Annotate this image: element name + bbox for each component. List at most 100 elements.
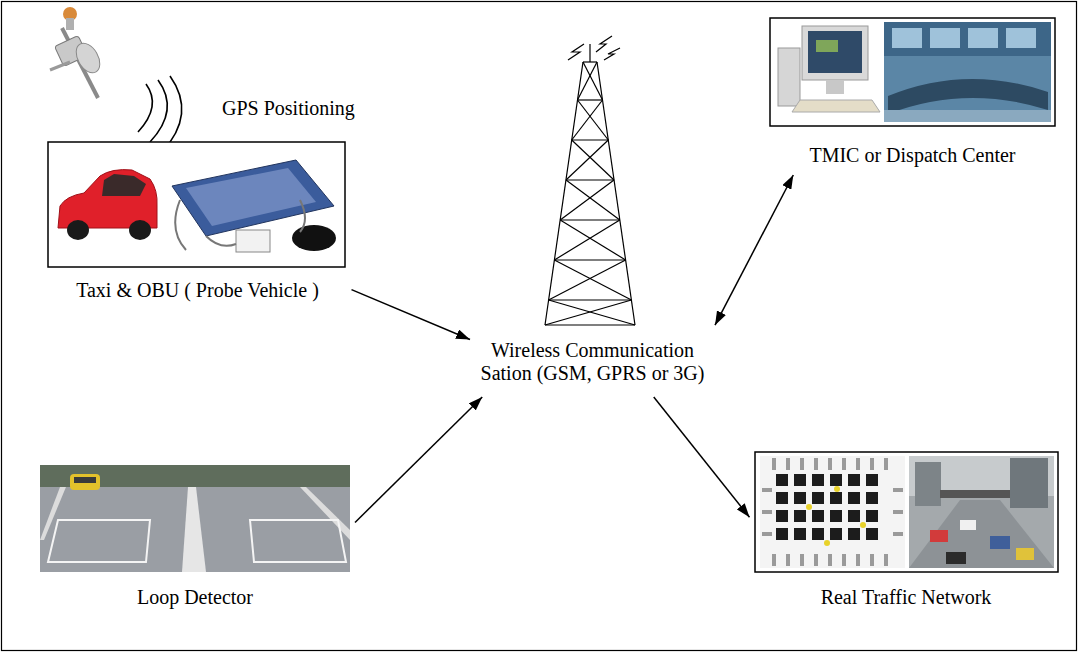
traffic-network-picture [856, 458, 860, 470]
traffic-network-picture [800, 554, 804, 566]
traffic-network-picture [830, 474, 842, 486]
gps-satellite [50, 7, 105, 98]
traffic-network-picture [856, 554, 860, 566]
taxi-obu-picture [292, 225, 336, 251]
loop-detector-picture [40, 465, 350, 572]
traffic-network-picture [794, 528, 806, 540]
traffic-network-picture [893, 510, 903, 514]
traffic-network-picture [812, 474, 824, 486]
tower-symbol [566, 140, 608, 180]
probe-vehicle-node: Taxi & OBU ( Probe Vehicle ) [44, 140, 352, 310]
control-center-picture [1006, 28, 1036, 48]
tower-symbol [545, 300, 631, 325]
taxi-obu-picture [186, 168, 316, 226]
taxi-obu-picture [67, 220, 89, 240]
tower-symbol [560, 180, 614, 220]
traffic-network-picture [762, 458, 903, 566]
traffic-network-picture [812, 528, 824, 540]
traffic-network-picture [760, 456, 905, 568]
taxi-obu-picture [175, 200, 305, 250]
arrow-connector [654, 397, 750, 517]
traffic-network-picture [842, 458, 846, 470]
signal-waves [150, 80, 167, 142]
tower-symbol [560, 219, 620, 220]
loop-detector-picture [40, 487, 66, 540]
control-center-picture [770, 18, 1055, 126]
traffic-network-picture [814, 458, 818, 470]
tower-symbol [583, 62, 603, 100]
traffic-network-picture [762, 510, 772, 514]
arrow-connector [355, 397, 482, 522]
tower-symbol [566, 180, 620, 220]
traffic-network-node: Real Traffic Network [750, 448, 1063, 617]
node-label: Loop Detector [40, 586, 350, 609]
control-center-picture [884, 22, 1051, 122]
traffic-network-picture [786, 554, 790, 566]
control-center-picture [792, 100, 880, 112]
traffic-network-picture [776, 510, 788, 522]
tower-symbol [572, 100, 603, 140]
control-center-picture [892, 28, 922, 48]
tower-symbol [545, 324, 635, 325]
signal-waves [138, 84, 152, 132]
tower-symbol [566, 179, 614, 180]
gps-satellite [66, 18, 74, 30]
control-center-picture [816, 40, 838, 52]
control-center-picture [930, 28, 960, 48]
tower-symbol [554, 259, 625, 260]
traffic-network-picture [762, 488, 772, 492]
tower-symbol [572, 139, 609, 140]
traffic-network-picture [848, 528, 860, 540]
gps-satellite [71, 39, 104, 77]
signal-waves [138, 76, 182, 152]
traffic-network-picture [812, 492, 824, 504]
node-label: TMIC or Dispatch Center [768, 144, 1058, 167]
loop-detector-picture [300, 487, 350, 540]
picture-space [764, 15, 1062, 126]
loop-detector-picture [40, 487, 350, 572]
loop-detector-picture [70, 474, 100, 490]
taxi-obu-picture [58, 170, 157, 228]
traffic-network-picture [866, 492, 878, 504]
node-label: Taxi & OBU ( Probe Vehicle ) [48, 279, 348, 302]
traffic-network-picture [806, 504, 812, 510]
traffic-network-picture [830, 510, 842, 522]
traffic-network-picture [1016, 548, 1034, 560]
traffic-network-picture [755, 452, 1058, 572]
traffic-network-picture [776, 492, 788, 504]
signal-waves [162, 76, 182, 152]
traffic-network-picture [814, 554, 818, 566]
traffic-network-picture [870, 554, 874, 566]
traffic-network-picture [834, 486, 840, 492]
traffic-network-picture [824, 540, 830, 546]
picture-space [470, 38, 715, 333]
control-center-picture [884, 110, 1051, 122]
taxi-obu-picture [48, 142, 345, 267]
traffic-network-picture [776, 474, 878, 540]
picture-space [44, 140, 352, 267]
arrow-connector [715, 175, 793, 325]
traffic-network-picture [806, 486, 866, 546]
traffic-network-picture [884, 554, 888, 566]
traffic-network-picture [848, 492, 860, 504]
tower-symbol [578, 99, 603, 100]
control-center-picture [770, 18, 1055, 126]
tower-symbol [589, 44, 590, 62]
traffic-network-picture [860, 522, 866, 528]
traffic-network-picture [866, 474, 878, 486]
node-label: Real Traffic Network [754, 586, 1059, 609]
traffic-network-picture [960, 520, 976, 530]
traffic-network-picture [786, 458, 790, 470]
picture-space [750, 448, 1063, 572]
loop-detector-picture [48, 520, 150, 562]
taxi-obu-picture [162, 146, 342, 263]
traffic-network-picture [776, 528, 788, 540]
control-center-picture [968, 28, 998, 48]
traffic-network-picture [946, 552, 966, 564]
tower-symbol [572, 140, 614, 180]
traffic-network-picture [909, 456, 1054, 568]
